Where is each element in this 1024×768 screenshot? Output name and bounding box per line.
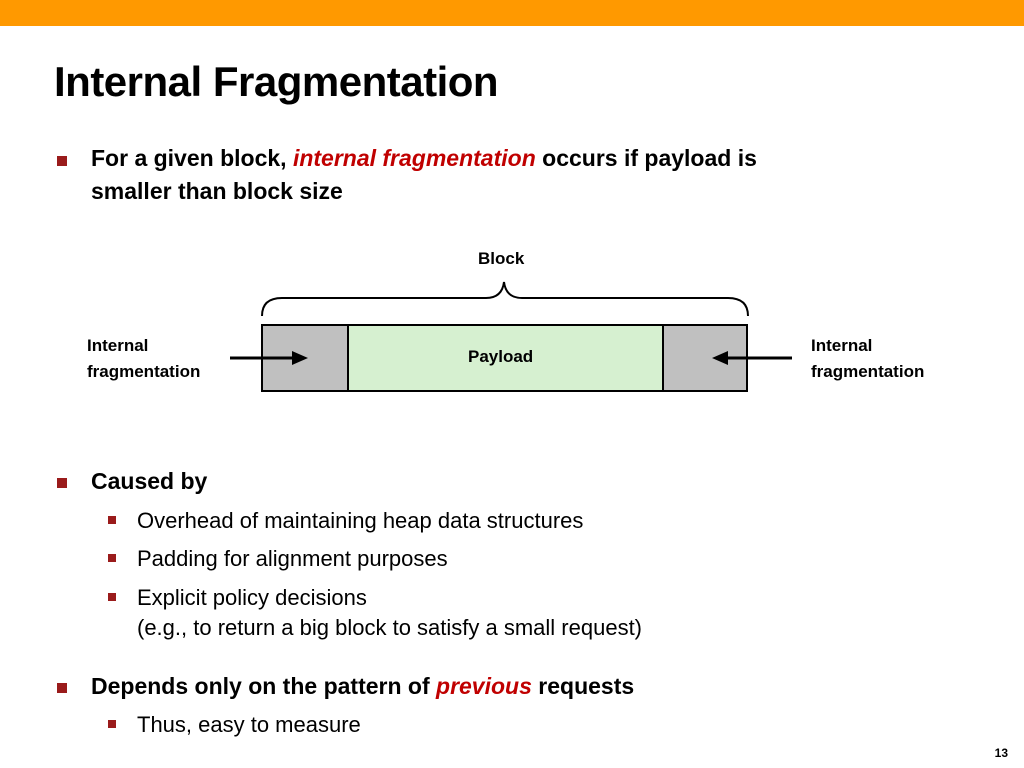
- right-label-line2: fragmentation: [811, 362, 925, 381]
- page-number: 13: [994, 746, 1008, 760]
- bullet-caused-by: Caused by: [91, 468, 208, 494]
- sub-item-policy-line2: (e.g., to return a big block to satisfy …: [137, 615, 643, 640]
- payload-label: Payload: [468, 347, 534, 366]
- sub-bullet-marker: [108, 554, 116, 562]
- right-arrow-icon: [712, 351, 792, 365]
- left-label-line2: fragmentation: [87, 362, 201, 381]
- sub-item-policy: Explicit policy decisions (e.g., to retu…: [137, 583, 642, 643]
- sub-bullet-marker: [108, 720, 116, 728]
- bullet-marker: [57, 478, 67, 488]
- emphasis-internal-fragmentation: internal fragmentation: [292, 145, 536, 171]
- left-label-line1: Internal: [87, 336, 149, 355]
- block-label: Block: [478, 249, 525, 268]
- bullet-depends: Depends only on the pattern of previous …: [91, 670, 634, 703]
- bullet-depends-text: Depends only on the pattern of: [91, 673, 437, 699]
- sub-item-padding: Padding for alignment purposes: [137, 546, 448, 571]
- sub-bullet-marker: [108, 516, 116, 524]
- slide-title: Internal Fragmentation: [54, 58, 499, 105]
- sub-bullet-marker: [108, 593, 116, 601]
- bullet-marker: [57, 683, 67, 693]
- bullet-definition-line2: smaller than block size: [91, 178, 343, 204]
- bullet-definition: For a given block, internal fragmentatio…: [91, 142, 757, 208]
- sub-item-measure: Thus, easy to measure: [137, 712, 361, 737]
- bullet-definition-text-2: occurs if payload is: [535, 145, 757, 171]
- emphasis-previous: previous: [436, 673, 532, 699]
- bullet-definition-text: For a given block,: [91, 145, 293, 171]
- bullet-marker: [57, 156, 67, 166]
- block-brace: [261, 281, 749, 317]
- left-internal-fragmentation-label: Internal fragmentation: [87, 333, 200, 385]
- sub-item-overhead: Overhead of maintaining heap data struct…: [137, 508, 584, 533]
- top-accent-bar: [0, 0, 1024, 26]
- left-arrow-icon: [230, 351, 308, 365]
- bullet-depends-text-2: requests: [531, 673, 635, 699]
- payload-segment: [347, 324, 664, 392]
- sub-item-policy-line1: Explicit policy decisions: [137, 585, 367, 610]
- right-internal-fragmentation-label: Internal fragmentation: [811, 333, 924, 385]
- right-label-line1: Internal: [811, 336, 873, 355]
